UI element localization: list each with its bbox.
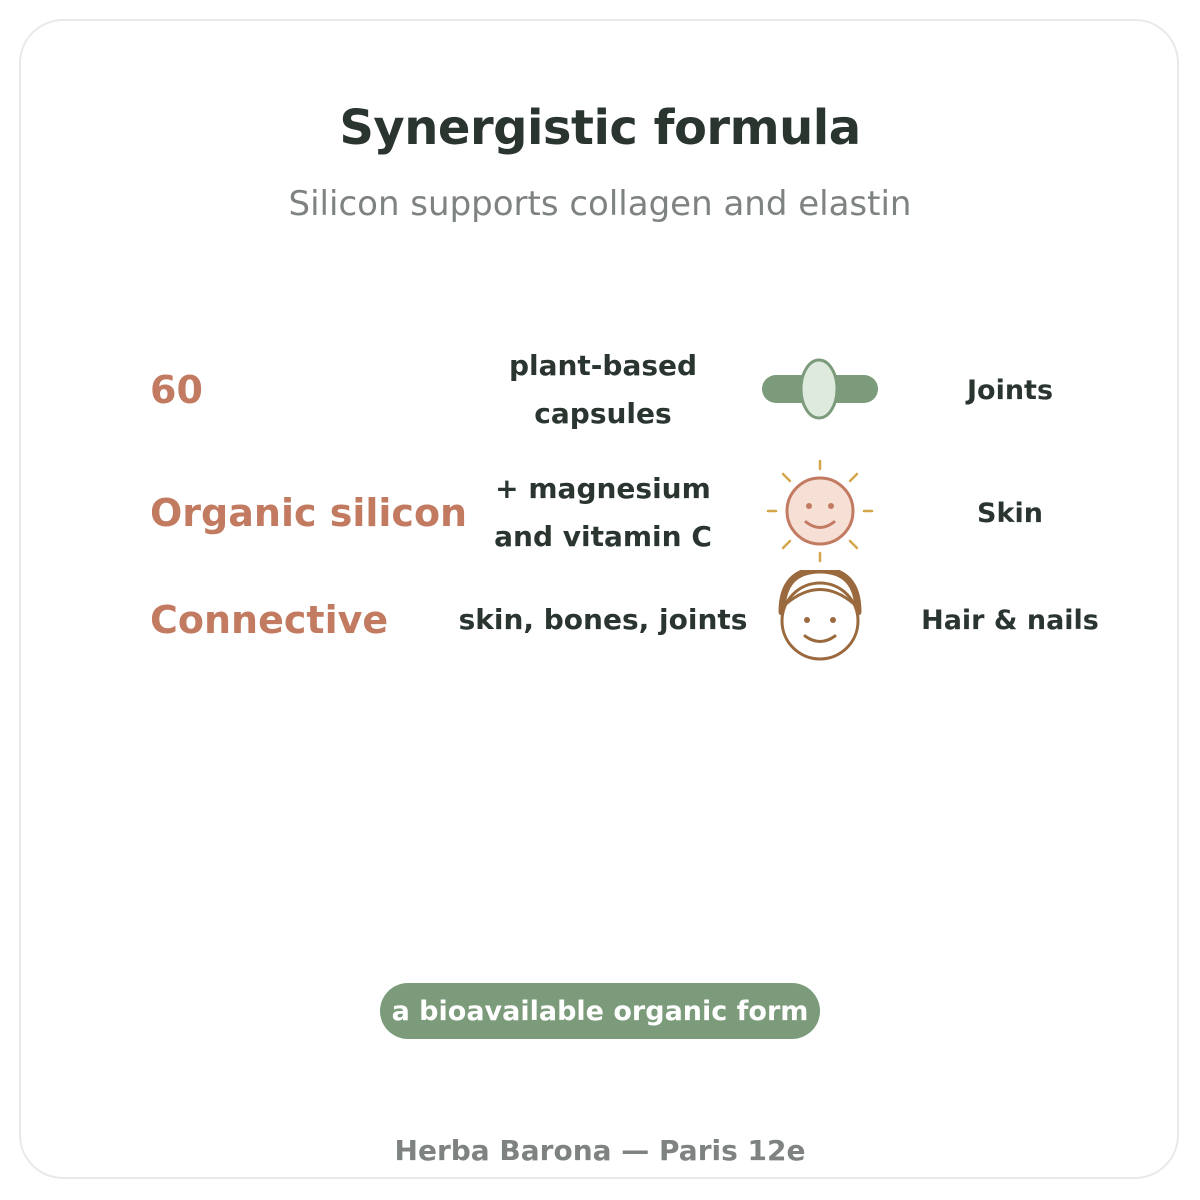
feature-row-silicon: Organic silicon + magnesium and vitamin … — [0, 459, 1200, 563]
feature-description-line: + magnesium — [495, 472, 711, 505]
feature-key: 60 — [150, 368, 203, 412]
feature-key: Organic silicon — [150, 491, 468, 535]
feature-description: plant-based capsules — [455, 340, 751, 440]
page-subtitle: Silicon supports collagen and elastin — [288, 184, 912, 224]
benefit-label: Hair & nails — [921, 604, 1099, 636]
feature-description-line: capsules — [534, 397, 672, 430]
sun-face-icon — [760, 459, 880, 563]
feature-description: + magnesium and vitamin C — [455, 463, 751, 563]
bioavailable-badge: a bioavailable organic form — [380, 983, 820, 1039]
feature-description-line: and vitamin C — [494, 520, 712, 553]
feature-key: Connective — [150, 598, 389, 642]
feature-description-line: plant-based — [508, 349, 698, 382]
feature-row-capsules: 60 plant-based capsules Joints — [0, 340, 1200, 440]
feature-description-line: skin, bones, joints — [458, 603, 748, 636]
feature-row-connective: Connective skin, bones, joints Hair & na… — [0, 570, 1200, 670]
capsule-icon — [760, 340, 880, 440]
page-title: Synergistic formula — [339, 100, 861, 156]
hair-face-icon — [760, 570, 880, 670]
footer-brand: Herba Barona — Paris 12e — [394, 1134, 806, 1167]
benefit-label: Skin — [977, 497, 1043, 529]
benefit-label: Joints — [966, 374, 1054, 406]
feature-description: skin, bones, joints — [455, 570, 751, 670]
